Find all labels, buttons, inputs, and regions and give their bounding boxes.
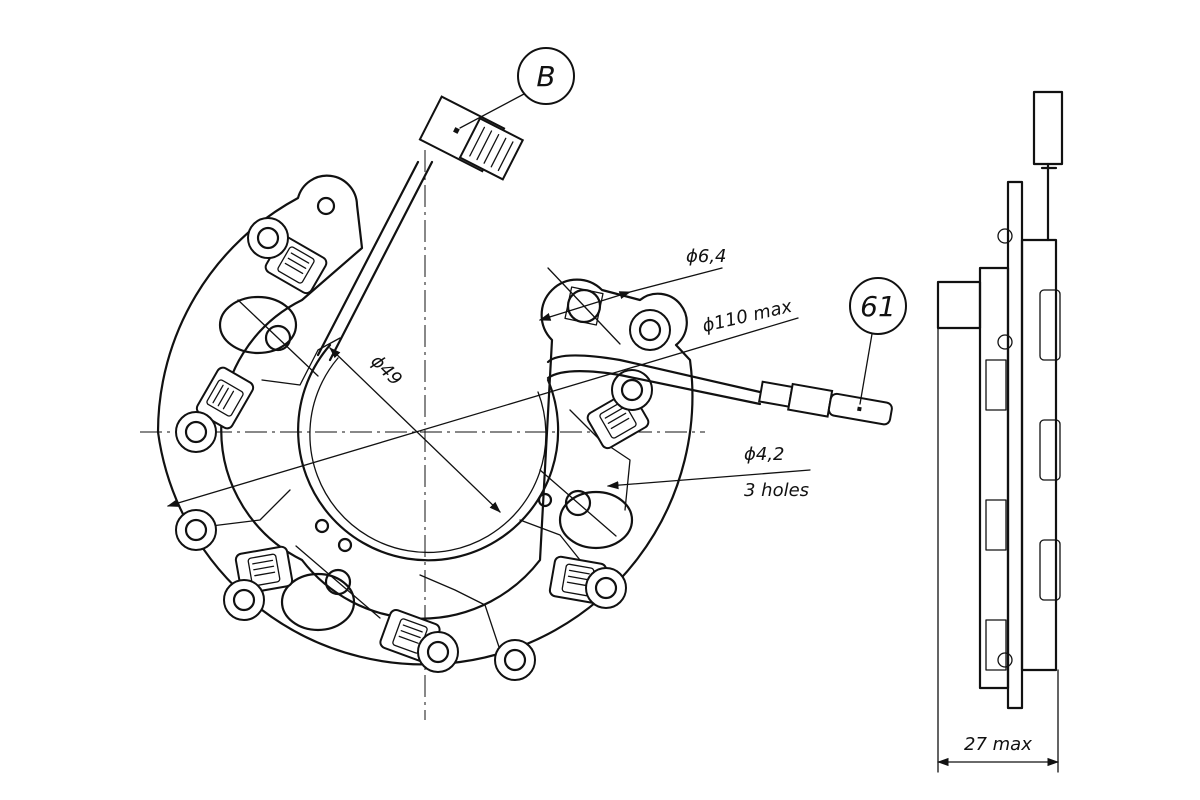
- wire-b: [316, 160, 434, 362]
- callout-b-label: B: [536, 60, 555, 93]
- diode-pad: [558, 490, 634, 550]
- side-view: [936, 90, 1064, 773]
- callout-b: B: [459, 47, 575, 129]
- center-bore: [297, 343, 560, 562]
- mount-hole: [537, 492, 553, 508]
- terminal-eyelet: [174, 410, 218, 454]
- terminal-eyelet: [246, 216, 290, 260]
- mount-hole: [314, 518, 330, 534]
- dim-phi-110: ϕ110 max: [700, 296, 794, 337]
- connector-b: [418, 95, 525, 181]
- front-view: [140, 95, 893, 720]
- diode-pad: [218, 295, 298, 355]
- mount-hole: [316, 196, 336, 216]
- dim-phi-64: ϕ6,4: [686, 246, 727, 267]
- terminal-eyelet: [628, 308, 672, 352]
- terminal-eyelet: [416, 630, 460, 674]
- dim-3-holes: 3 holes: [744, 480, 809, 501]
- hole-42: [324, 568, 352, 596]
- terminal-eyelet: [174, 508, 218, 552]
- dim-27-max: 27 max: [964, 734, 1032, 755]
- hole-42: [564, 489, 592, 517]
- wire-61: [546, 354, 762, 406]
- diode-pad: [280, 572, 356, 632]
- dim-phi-42: ϕ4,2: [744, 444, 785, 465]
- mount-hole: [337, 537, 353, 553]
- connector-61: [758, 380, 893, 426]
- callout-61: 61: [849, 277, 907, 405]
- terminal-eyelet: [584, 566, 628, 610]
- terminal-eyelet: [222, 578, 266, 622]
- hole-42: [264, 324, 292, 352]
- terminal-eyelet: [610, 368, 654, 412]
- terminal-eyelet: [493, 638, 537, 682]
- dim-phi-49: ϕ49: [366, 351, 405, 390]
- callout-61-label: 61: [860, 290, 896, 323]
